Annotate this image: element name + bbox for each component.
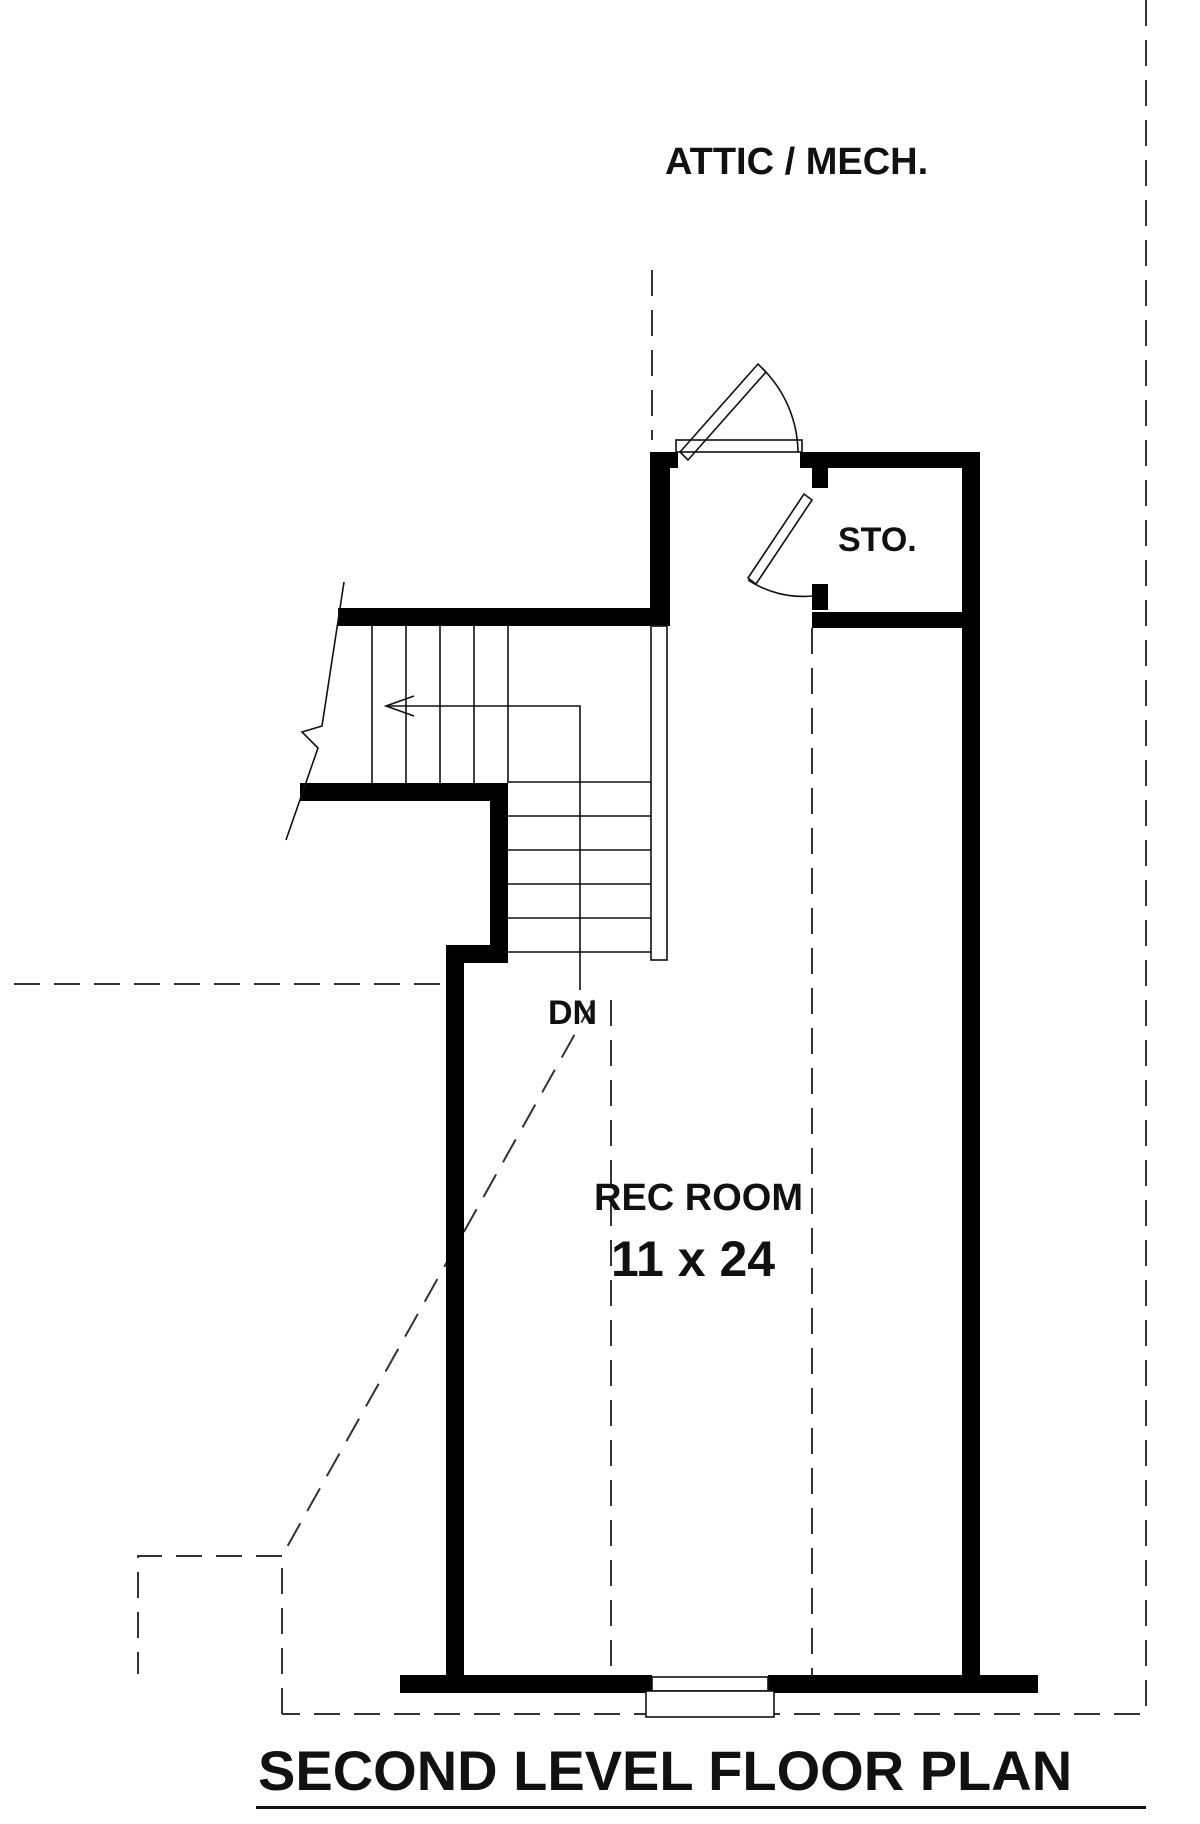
doors [675,362,814,598]
left-roof-step-dash [137,1555,282,1674]
wall-bottom-left [400,1675,652,1693]
wall-stair-top [338,608,660,626]
wall-sto-jamb-bottom [812,584,828,610]
wall-rec-left [446,945,464,1683]
attic-label: ATTIC / MECH. [665,141,928,183]
wall-stair-bottom [300,783,508,801]
wall-sto-top [800,452,978,468]
wall-hall-top-left [650,452,678,468]
storage-door-leaf [746,492,814,586]
storage-door-swing-arc [747,579,813,598]
wall-sto-jamb-top [812,452,828,488]
stair-rail [650,625,668,961]
wall-hall-left [650,452,670,626]
staircase [285,581,668,990]
window-sill [645,1690,775,1718]
dashed-boundaries [14,0,1147,1715]
window-frame [651,1676,769,1692]
bottom-window [645,1676,775,1718]
stair-arrow-icon [383,695,415,717]
plan-title: SECOND LEVEL FLOOR PLAN [258,1739,1072,1802]
upper-flight-treads [371,626,509,783]
storage-label: STO. [838,521,917,559]
wall-rec-right [962,452,980,1683]
title-underline [256,1806,1146,1809]
walls [300,452,1038,1693]
attic-door-threshold [675,439,803,453]
stair-direction-label: DN [548,994,597,1032]
roof-diagonal-dash [281,999,595,1557]
attic-door-swing-arc [761,367,799,453]
wall-stair-notch [490,783,508,963]
wall-sto-bottom [812,612,978,628]
room-name-label: REC ROOM [594,1177,803,1219]
room-size-label: 11 x 24 [611,1231,775,1287]
stair-break-line [285,581,345,841]
wall-bottom-right [768,1675,1038,1693]
stair-walk-line [386,705,581,990]
attic-boundary-right [282,0,1147,1715]
